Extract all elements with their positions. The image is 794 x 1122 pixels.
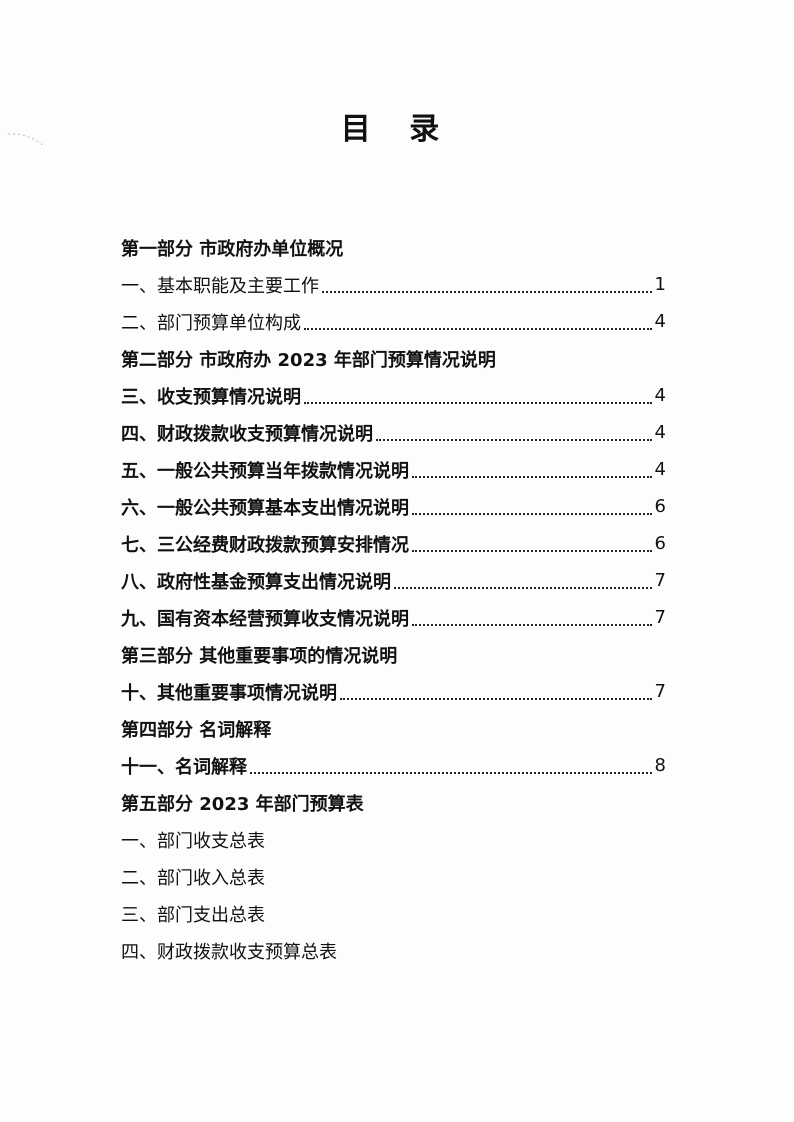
toc-entry: 十、其他重要事项情况说明 7 [121, 673, 666, 710]
toc-entry-text: 第二部分 市政府办 2023 年部门预算情况说明 [121, 349, 496, 371]
toc-entry-text: 二、部门预算单位构成 [121, 312, 301, 334]
toc-entry: 九、国有资本经营预算收支情况说明 7 [121, 599, 666, 636]
toc-page-number: 4 [654, 459, 666, 480]
toc-entry-text: 四、财政拨款收支预算情况说明 [121, 423, 373, 445]
toc-entry-text: 二、部门收入总表 [121, 867, 265, 889]
toc-page-number: 7 [654, 570, 666, 591]
toc-entry-text: 十一、名词解释 [121, 756, 247, 778]
toc-entry-text: 三、收支预算情况说明 [121, 386, 301, 408]
toc-dot-leader [394, 587, 652, 589]
toc-section-heading: 第一部分 市政府办单位概况 [121, 229, 666, 266]
toc-entry: 七、三公经费财政拨款预算安排情况 6 [121, 525, 666, 562]
toc-page-number: 1 [654, 274, 666, 295]
toc-dot-leader [412, 513, 652, 515]
toc-page-number: 7 [654, 681, 666, 702]
toc-entry-text: 五、一般公共预算当年拨款情况说明 [121, 460, 409, 482]
toc-section-heading: 第五部分 2023 年部门预算表 [121, 784, 666, 821]
toc-page-number: 6 [654, 533, 666, 554]
toc-section-heading: 第四部分 名词解释 [121, 710, 666, 747]
toc-dot-leader [322, 291, 652, 293]
toc-entry: 一、部门收支总表 [121, 821, 666, 858]
toc-entry-text: 第四部分 名词解释 [121, 719, 272, 741]
toc-entry-text: 第五部分 2023 年部门预算表 [121, 793, 364, 815]
toc-page-number: 4 [654, 385, 666, 406]
toc-entry: 五、一般公共预算当年拨款情况说明 4 [121, 451, 666, 488]
toc-entry: 二、部门预算单位构成 4 [121, 303, 666, 340]
toc-entry: 八、政府性基金预算支出情况说明 7 [121, 562, 666, 599]
table-of-contents: 第一部分 市政府办单位概况一、基本职能及主要工作 1 二、部门预算单位构成 4 第二部分… [121, 229, 666, 969]
toc-dot-leader [412, 550, 652, 552]
toc-entry: 六、一般公共预算基本支出情况说明 6 [121, 488, 666, 525]
toc-page-number: 4 [654, 422, 666, 443]
toc-page-number: 4 [654, 311, 666, 332]
toc-entry: 二、部门收入总表 [121, 858, 666, 895]
toc-page-number: 6 [654, 496, 666, 517]
toc-dot-leader [376, 439, 652, 441]
toc-entry: 十一、名词解释 8 [121, 747, 666, 784]
toc-entry-text: 七、三公经费财政拨款预算安排情况 [121, 534, 409, 556]
page-title: 目 录 [340, 112, 454, 147]
toc-entry-text: 六、一般公共预算基本支出情况说明 [121, 497, 409, 519]
scan-artifact-mark [7, 133, 45, 147]
toc-entry-text: 三、部门支出总表 [121, 904, 265, 926]
toc-entry-text: 四、财政拨款收支预算总表 [121, 941, 337, 963]
toc-dot-leader [250, 772, 652, 774]
toc-entry: 三、部门支出总表 [121, 895, 666, 932]
toc-entry-text: 一、部门收支总表 [121, 830, 265, 852]
toc-entry-text: 第一部分 市政府办单位概况 [121, 238, 344, 260]
toc-page-number: 7 [654, 607, 666, 628]
toc-entry: 四、财政拨款收支预算情况说明 4 [121, 414, 666, 451]
toc-dot-leader [304, 402, 652, 404]
toc-dot-leader [340, 698, 652, 700]
toc-entry-text: 八、政府性基金预算支出情况说明 [121, 571, 391, 593]
toc-entry: 一、基本职能及主要工作 1 [121, 266, 666, 303]
toc-section-heading: 第二部分 市政府办 2023 年部门预算情况说明 [121, 340, 666, 377]
toc-entry-text: 第三部分 其他重要事项的情况说明 [121, 645, 398, 667]
toc-entry-text: 一、基本职能及主要工作 [121, 275, 319, 297]
toc-dot-leader [412, 624, 652, 626]
toc-entry: 四、财政拨款收支预算总表 [121, 932, 666, 969]
toc-dot-leader [412, 476, 652, 478]
toc-entry-text: 九、国有资本经营预算收支情况说明 [121, 608, 409, 630]
toc-entry: 三、收支预算情况说明 4 [121, 377, 666, 414]
toc-dot-leader [304, 328, 652, 330]
toc-entry-text: 十、其他重要事项情况说明 [121, 682, 337, 704]
toc-page-number: 8 [654, 755, 666, 776]
toc-section-heading: 第三部分 其他重要事项的情况说明 [121, 636, 666, 673]
